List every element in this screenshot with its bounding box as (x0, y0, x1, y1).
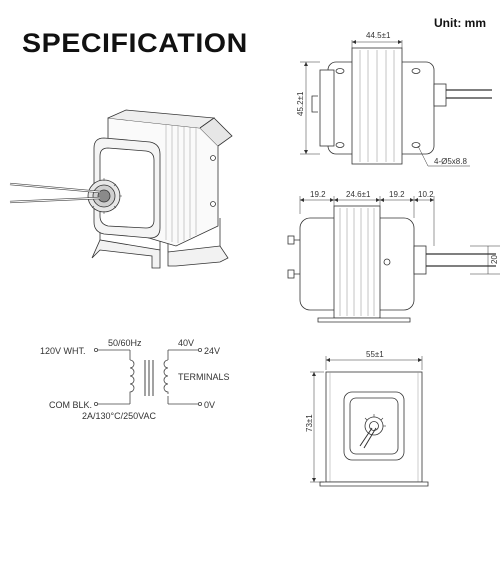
front-width-dim: 55±1 (366, 350, 384, 359)
terminals-label: TERMINALS (178, 372, 230, 382)
wiring-schematic (94, 347, 202, 406)
side-height-dim: 20 (490, 255, 499, 264)
top-height-dim: 45.2±1 (296, 91, 305, 116)
top-view-drawing (300, 40, 492, 167)
page-title: SPECIFICATION (22, 28, 248, 58)
transformer-illustration (9, 109, 233, 269)
common-label: COM BLK. (49, 400, 92, 410)
side-dim-c: 19.2 (389, 190, 405, 199)
rating-label: 2A/130°C/250VAC (82, 411, 156, 421)
top-width-dim: 44.5±1 (366, 31, 391, 40)
front-view-drawing (310, 356, 429, 487)
zero-volt-label: 0V (204, 400, 215, 410)
side-dim-d: 10.2 (418, 190, 434, 199)
front-height-dim: 73±1 (305, 414, 314, 432)
side-dim-b: 24.6±1 (346, 190, 371, 199)
secondary-rating-label: 40V (178, 338, 194, 348)
side-dim-a: 19.2 (310, 190, 326, 199)
frequency-label: 50/60Hz (108, 338, 142, 348)
side-view-drawing (287, 196, 500, 323)
primary-voltage-label: 120V WHT. (40, 346, 86, 356)
secondary-voltage-label: 24V (204, 346, 220, 356)
unit-label: Unit: mm (434, 16, 486, 30)
hole-size-label: 4-Ø5x8.8 (434, 157, 467, 166)
